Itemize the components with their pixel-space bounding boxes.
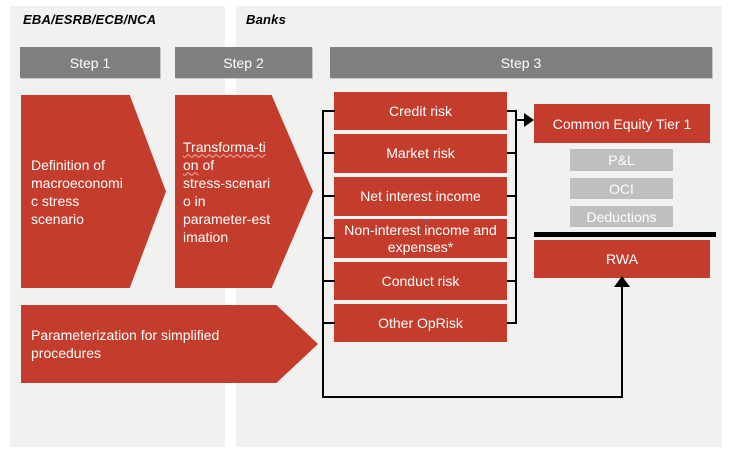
rwa-feed-bottom-line bbox=[322, 396, 623, 398]
cet1-feed-line bbox=[515, 119, 525, 121]
deductions-box: Deductions bbox=[570, 206, 673, 227]
risk-right-stub-3 bbox=[507, 195, 517, 197]
risk-box-non-interest-income: Non-interest income and expenses* bbox=[334, 219, 507, 258]
risk-left-stub-5 bbox=[322, 280, 335, 282]
risk-right-stub-4 bbox=[507, 237, 517, 239]
rwa-feed-up-line bbox=[621, 285, 623, 398]
banks-lane-title: Banks bbox=[246, 12, 287, 27]
step-2-bar: Step 2 bbox=[175, 47, 312, 78]
simplified-parameterization-arrow: Parameterization for simplified procedur… bbox=[21, 305, 318, 383]
oci-box: OCI bbox=[570, 178, 673, 199]
cet1-rwa-ratio-divider bbox=[534, 232, 716, 237]
risk-box-other-oprisk: Other OpRisk bbox=[334, 304, 507, 342]
macro-scenario-label: Definition of macroeconomi c stress scen… bbox=[31, 156, 123, 227]
risk-box-conduct-risk: Conduct risk bbox=[334, 262, 507, 300]
pnl-box: P&L bbox=[570, 149, 673, 171]
risk-right-stub-2 bbox=[507, 152, 517, 154]
step-3-bar: Step 3 bbox=[330, 47, 712, 78]
macro-scenario-arrow: Definition of macroeconomi c stress scen… bbox=[21, 95, 166, 288]
cet1-box: Common Equity Tier 1 bbox=[534, 104, 710, 143]
simplified-parameterization-label: Parameterization for simplified procedur… bbox=[31, 327, 220, 361]
risk-right-stub-6 bbox=[507, 322, 517, 324]
transformation-misspelled-word-1: Transforma-ti bbox=[183, 138, 266, 155]
risk-left-stub-6 bbox=[322, 322, 335, 324]
step-1-bar: Step 1 bbox=[20, 47, 160, 78]
risk-left-bus-line bbox=[322, 110, 324, 398]
risk-right-bus-line bbox=[515, 110, 517, 324]
risk-right-stub-1 bbox=[507, 110, 517, 112]
risk-left-stub-3 bbox=[322, 195, 335, 197]
transformation-misspelled-word-2: on bbox=[183, 156, 199, 173]
step-2-label: Step 2 bbox=[223, 54, 264, 71]
step-3-label: Step 3 bbox=[500, 54, 542, 71]
rwa-arrowhead bbox=[614, 276, 630, 287]
risk-box-market-risk: Market risk bbox=[334, 134, 507, 173]
risk-box-credit-risk: Credit risk bbox=[334, 92, 507, 130]
risk-left-stub-2 bbox=[322, 152, 335, 154]
rwa-box: RWA bbox=[534, 240, 710, 278]
risk-left-stub-1 bbox=[322, 110, 335, 112]
transformation-label-rest: of stress-scenari o in parameter-est ima… bbox=[183, 156, 271, 245]
risk-right-stub-5 bbox=[507, 280, 517, 282]
cet1-arrowhead bbox=[524, 113, 534, 127]
comment-marker-icon: * bbox=[424, 218, 428, 229]
authority-lane-title: EBA/ESRB/ECB/NCA bbox=[23, 12, 157, 27]
risk-left-stub-4 bbox=[322, 237, 335, 239]
risk-box-net-interest-income: Net interest income bbox=[334, 177, 507, 216]
step-1-label: Step 1 bbox=[69, 54, 111, 71]
